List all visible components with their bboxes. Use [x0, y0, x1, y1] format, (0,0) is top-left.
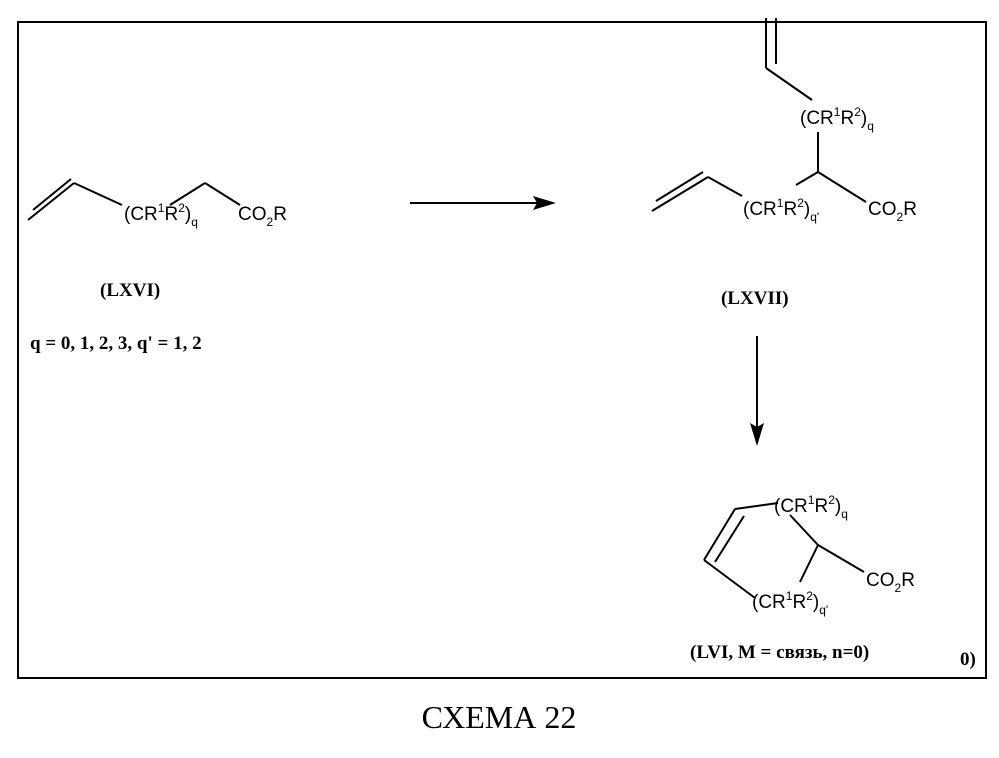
upper-cr1r2-group: (CR1R2)q [774, 493, 848, 521]
chain-bond [74, 183, 122, 205]
vinyl-double-bond-inner [33, 179, 71, 210]
ring-bond [704, 509, 735, 560]
compound-label: (LXVI) [100, 280, 160, 301]
ring-bond [790, 515, 818, 545]
upper-cr1r2-group: (CR1R2)q [800, 105, 874, 133]
compound-label: (LXVII) [721, 288, 789, 309]
compound-label: (LVI, M = связь, n=0) [690, 642, 869, 663]
compound-lvi-bonds [704, 503, 864, 598]
ring-bond [704, 560, 755, 598]
ring-bond [800, 545, 818, 582]
compound-lvi: (CR1R2)q (CR1R2)q' CO2R (LVI, M = связь,… [690, 493, 915, 663]
vinyl-double-bond-outer [652, 177, 708, 211]
compound-lxvi: (CR1R2)q CO2R (LXVI) q = 0, 1, 2, 3, q' … [28, 179, 287, 354]
ester-bond [818, 545, 864, 572]
cr1r2-group: (CR1R2)q [124, 201, 198, 229]
reaction-arrow-right [410, 196, 556, 210]
ring-bond [735, 503, 778, 509]
vinyl-double-bond-outer [28, 183, 74, 220]
ester-group: CO2R [868, 199, 917, 224]
lower-cr1r2-group: (CR1R2)q' [752, 589, 828, 617]
chain-bond [708, 177, 742, 196]
lower-cr1r2-group: (CR1R2)q' [743, 196, 819, 224]
compound-lxvii: (CR1R2)q (CR1R2)q' CO2R (LXVII) [652, 18, 917, 309]
ester-group: CO2R [866, 570, 915, 595]
ester-group: CO2R [238, 204, 287, 229]
chain-bond [766, 68, 812, 100]
reaction-arrow-down [750, 336, 764, 446]
ring-double-bond-inner [715, 516, 744, 562]
variable-note: q = 0, 1, 2, 3, q' = 1, 2 [30, 333, 202, 354]
scheme-title: СХЕМА 22 [422, 699, 577, 735]
chain-bond [818, 172, 866, 202]
chain-bond [170, 183, 205, 205]
vinyl-double-bond-inner [656, 172, 703, 201]
chain-bond [205, 183, 240, 205]
chain-bond [796, 172, 818, 185]
corner-mark: 0) [960, 649, 976, 670]
